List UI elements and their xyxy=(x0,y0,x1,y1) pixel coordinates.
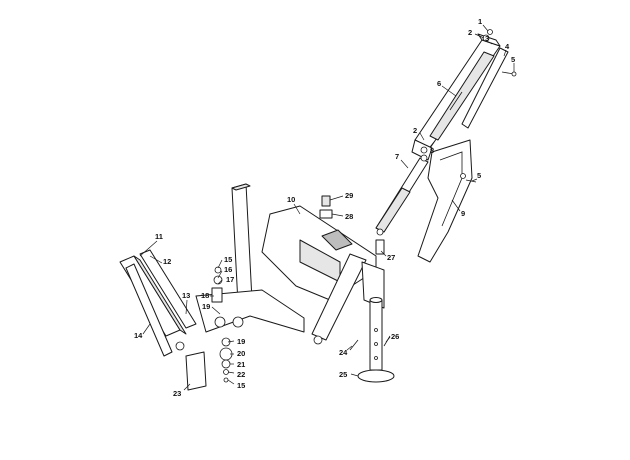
callout-24: 24 xyxy=(339,348,348,357)
callout-5: 5 xyxy=(511,55,515,64)
callout-10: 10 xyxy=(287,195,295,204)
callout-27: 27 xyxy=(387,253,395,262)
boom-bolt xyxy=(511,71,517,77)
callout-2: 2 xyxy=(468,28,472,37)
jack-pin xyxy=(349,339,359,351)
main-frame xyxy=(175,183,385,383)
callout-17: 17 xyxy=(226,275,234,284)
boom-arm-face xyxy=(429,51,495,141)
callout-8: 8 xyxy=(430,146,434,155)
callout-14: 14 xyxy=(134,331,143,340)
boom-assembly xyxy=(375,29,517,263)
callout-2b: 2 xyxy=(413,126,417,135)
callout-6: 6 xyxy=(437,79,441,88)
callout-22: 22 xyxy=(237,370,245,379)
callout-20: 20 xyxy=(237,349,245,358)
boom-grease-fitting xyxy=(487,29,493,35)
callout-26: 26 xyxy=(391,332,399,341)
stabilizer-assembly xyxy=(119,249,207,391)
boom-side-plate xyxy=(461,47,509,129)
callout-4: 4 xyxy=(505,42,510,51)
callout-15b: 15 xyxy=(237,381,245,390)
callout-16: 16 xyxy=(224,265,232,274)
callout-19: 19 xyxy=(202,302,210,311)
frame-post-left xyxy=(231,183,253,305)
frame-arm-right xyxy=(311,253,367,341)
callout-7: 7 xyxy=(395,152,399,161)
stabilizer-plate-12 xyxy=(139,249,197,329)
bucket xyxy=(417,139,473,263)
frame-leg-right xyxy=(361,261,385,309)
callout-19b: 19 xyxy=(237,337,245,346)
callout-18: 18 xyxy=(201,291,209,300)
callout-leaders xyxy=(139,24,515,391)
callout-3: 3 xyxy=(485,34,489,43)
jack-base xyxy=(357,369,395,383)
boom-pin xyxy=(482,34,490,42)
stabilizer-foot xyxy=(185,351,207,391)
stabilizer-channel-14 xyxy=(125,263,173,357)
callout-labels: 1 2 3 4 5 6 2 7 8 5 9 29 10 28 11 12 15 … xyxy=(134,17,515,398)
callout-11: 11 xyxy=(155,232,163,241)
callout-9: 9 xyxy=(461,209,465,218)
control-block xyxy=(321,229,353,251)
valve-body xyxy=(319,209,333,219)
callout-29: 29 xyxy=(345,191,353,200)
callout-1: 1 xyxy=(478,17,482,26)
callout-5b: 5 xyxy=(477,171,481,180)
callout-21: 21 xyxy=(237,360,245,369)
callout-28: 28 xyxy=(345,212,353,221)
callout-12: 12 xyxy=(163,257,171,266)
callout-15: 15 xyxy=(224,255,232,264)
callout-13: 13 xyxy=(182,291,190,300)
cylinder-pin xyxy=(375,239,385,255)
valve-handle xyxy=(321,195,331,207)
callout-25: 25 xyxy=(339,370,347,379)
callout-23: 23 xyxy=(173,389,181,398)
